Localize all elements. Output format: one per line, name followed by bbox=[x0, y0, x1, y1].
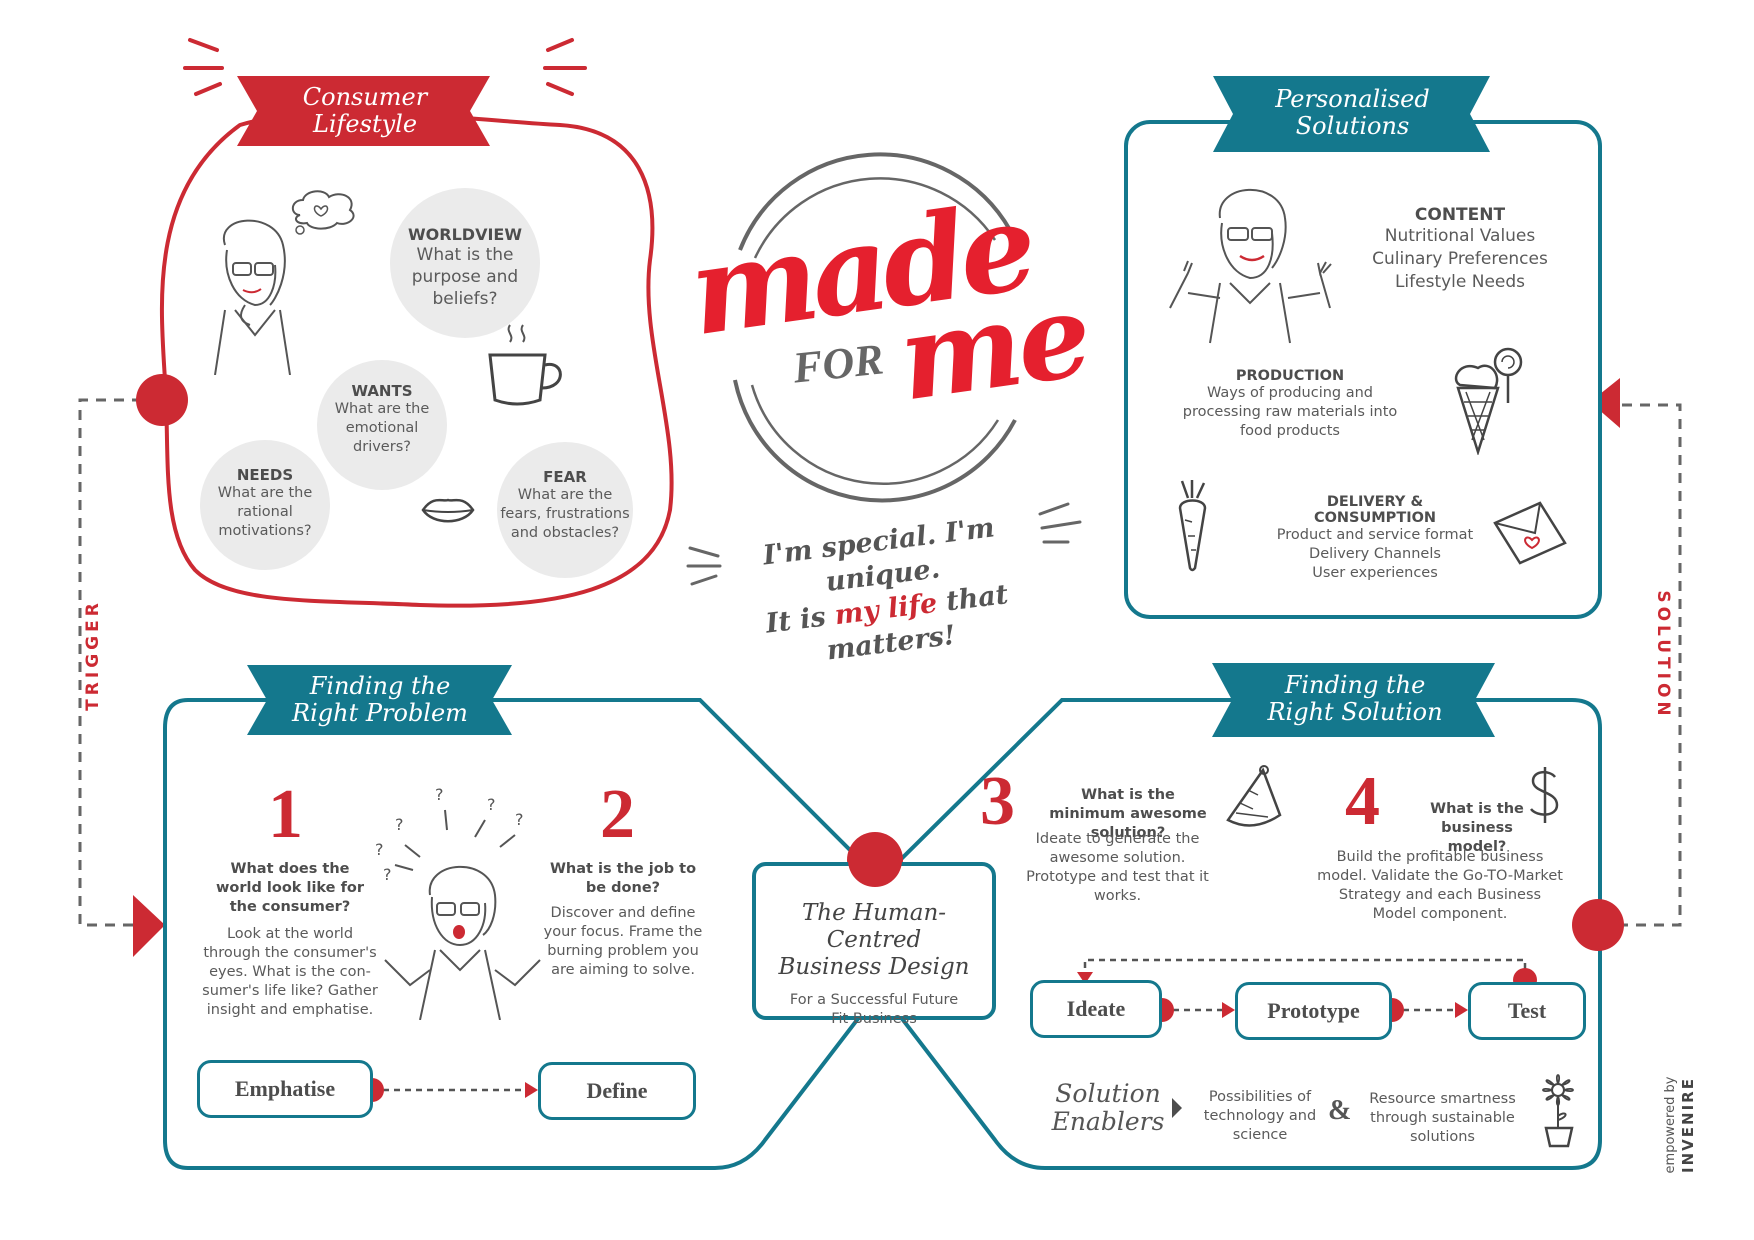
carrot-icon bbox=[1178, 480, 1207, 572]
logo-for: FOR bbox=[790, 334, 886, 393]
solution-label: SOLUTION bbox=[1653, 590, 1673, 720]
step-1-number: 1 bbox=[268, 776, 303, 853]
emphatise-button[interactable]: Emphatise bbox=[197, 1060, 373, 1118]
worldview-circle bbox=[390, 188, 540, 338]
coffee-cup-icon bbox=[488, 324, 562, 406]
eating-woman-illustration bbox=[1169, 188, 1332, 344]
solution-connector bbox=[1600, 403, 1682, 927]
step-4-number: 4 bbox=[1345, 763, 1380, 840]
thought-cloud-icon bbox=[291, 190, 355, 235]
problem-ribbon bbox=[247, 665, 512, 735]
lips-icon bbox=[421, 498, 475, 523]
ice-cream-lollipop-icon bbox=[1454, 347, 1523, 455]
content-title: CONTENT bbox=[1414, 205, 1506, 225]
svg-text:?: ? bbox=[515, 810, 524, 829]
content-block: CONTENT Nutritional Values Culinary Pref… bbox=[1340, 205, 1580, 294]
content-item: Nutritional Values bbox=[1384, 226, 1536, 246]
svg-text:?: ? bbox=[383, 865, 392, 884]
solutions-ribbon bbox=[1213, 76, 1490, 152]
wants-title: WANTS bbox=[351, 382, 413, 400]
worldview-text: What is the purpose and beliefs? bbox=[411, 245, 519, 309]
logo-ring-top bbox=[738, 152, 1012, 251]
enabler-technology: Possibilities of technology and science bbox=[1203, 1089, 1317, 1143]
fear-circle bbox=[497, 442, 633, 578]
production-title: PRODUCTION bbox=[1235, 368, 1345, 384]
fear-text: What are the fears, frustrations and obs… bbox=[500, 487, 630, 541]
wants-block: WANTS What are the emotional drivers? bbox=[323, 382, 441, 457]
consumer-ribbon bbox=[237, 76, 490, 146]
delivery-title: DELIVERY & CONSUMPTION bbox=[1313, 494, 1437, 526]
logo-me: me bbox=[891, 267, 1096, 428]
step-3-question: What is the minimum awesome solution? bbox=[1049, 787, 1207, 841]
fear-title: FEAR bbox=[543, 468, 587, 486]
human-centred-subtitle: For a Successful Future Fit Business bbox=[789, 992, 959, 1027]
step-4-question: What is the business model? bbox=[1430, 801, 1524, 855]
solution-dot bbox=[1572, 899, 1624, 951]
svg-text:?: ? bbox=[395, 815, 404, 834]
ribbon-sparks bbox=[183, 38, 587, 96]
test-ideate-loop bbox=[1083, 958, 1527, 980]
trigger-label: TRIGGER bbox=[83, 599, 103, 711]
center-node bbox=[848, 833, 902, 887]
step-2-number: 2 bbox=[600, 776, 635, 853]
empowered-by: empowered by INVENIRE bbox=[1663, 1040, 1697, 1210]
worldview-title: WORLDVIEW bbox=[408, 225, 522, 244]
delivery-block: DELIVERY & CONSUMPTION Product and servi… bbox=[1255, 494, 1495, 583]
svg-text:?: ? bbox=[435, 785, 444, 804]
trigger-dot bbox=[136, 374, 188, 426]
step-2-question: What is the job to be done? bbox=[549, 861, 697, 896]
step-4-text: Build the profitable business model. Val… bbox=[1317, 849, 1563, 922]
flower-pot-icon bbox=[1542, 1074, 1574, 1148]
delivery-item: Product and service format bbox=[1276, 527, 1474, 543]
define-button[interactable]: Define bbox=[538, 1062, 696, 1120]
step-3-text: Ideate to generate the awesome solution.… bbox=[1026, 831, 1209, 904]
trigger-arrowhead bbox=[133, 895, 165, 957]
needs-text: What are the rational motivations? bbox=[217, 485, 313, 539]
ideate-button[interactable]: Ideate bbox=[1030, 980, 1162, 1038]
prototype-button[interactable]: Prototype bbox=[1235, 982, 1392, 1040]
wants-circle bbox=[317, 360, 447, 490]
empowered-label: empowered by bbox=[1663, 1076, 1678, 1174]
content-item: Lifestyle Needs bbox=[1394, 272, 1526, 292]
production-block: PRODUCTION Ways of producing and process… bbox=[1175, 368, 1405, 441]
solution-ribbon bbox=[1212, 663, 1495, 737]
solution-arrowhead bbox=[1590, 378, 1620, 428]
delivery-item: Delivery Channels bbox=[1309, 546, 1441, 562]
logo-ring-bottom bbox=[733, 379, 1017, 503]
invenire-logo: INVENIRE bbox=[1679, 1077, 1697, 1173]
step-3-number: 3 bbox=[980, 763, 1015, 840]
thinking-woman-illustration bbox=[214, 219, 291, 375]
needs-circle bbox=[200, 440, 330, 570]
svg-text:?: ? bbox=[487, 795, 496, 814]
envelope-icon bbox=[1493, 501, 1567, 565]
worldview-block: WORLDVIEW What is the purpose and belief… bbox=[395, 225, 535, 310]
content-item: Culinary Preferences bbox=[1372, 249, 1548, 269]
wants-text: What are the emotional drivers? bbox=[334, 401, 430, 455]
production-text: Ways of producing and processing raw mat… bbox=[1182, 385, 1398, 439]
test-button[interactable]: Test bbox=[1468, 982, 1586, 1040]
enabler-resource: Resource smartness through sustainable s… bbox=[1369, 1091, 1516, 1145]
delivery-item: User experiences bbox=[1312, 565, 1438, 581]
ampersand: & bbox=[1328, 1095, 1352, 1126]
svg-text:?: ? bbox=[375, 840, 384, 859]
fear-block: FEAR What are the fears, frustrations an… bbox=[500, 468, 630, 543]
step-1-text: Look at the world through the consumer's… bbox=[202, 926, 378, 1018]
party-hat-icon bbox=[1226, 765, 1282, 827]
dollar-icon bbox=[1530, 767, 1559, 823]
step-1-question: What does the world look like for the co… bbox=[216, 861, 364, 915]
needs-block: NEEDS What are the rational motivations? bbox=[205, 466, 325, 541]
needs-title: NEEDS bbox=[236, 466, 294, 484]
trigger-connector bbox=[78, 398, 160, 927]
step-2-text: Discover and define your focus. Frame th… bbox=[543, 905, 703, 978]
confused-woman-illustration: ? ? ? ? ? ? bbox=[375, 785, 541, 1020]
